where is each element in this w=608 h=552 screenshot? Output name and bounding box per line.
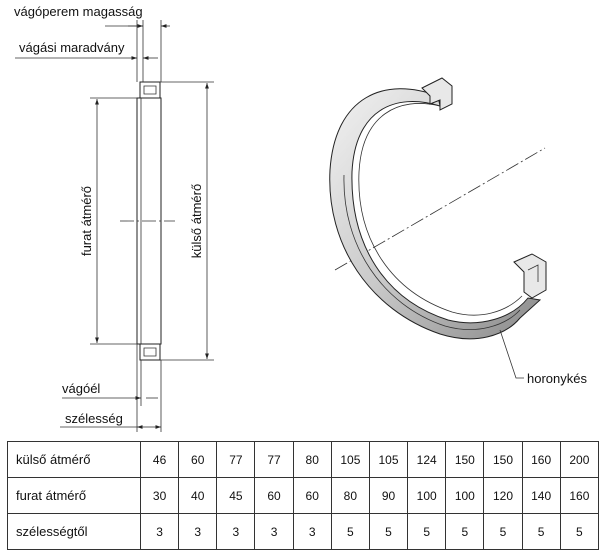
table-cell: 3 [178,513,218,550]
table-cell: 5 [559,513,600,550]
table-cell: 60 [178,441,218,478]
label-groove-knife: horonykés [527,371,587,386]
table-cell: 30 [139,477,180,514]
table-cell: 100 [445,477,485,514]
table-cell: 5 [521,513,561,550]
table-cell: 77 [254,441,294,478]
table-cell: 5 [483,513,523,550]
table-cell: 45 [216,477,256,514]
table-cell: 60 [292,477,332,514]
isometric-ring-view [329,77,547,379]
table-cell: 200 [559,441,600,478]
table-cell: 3 [254,513,294,550]
table-cell: 80 [330,477,370,514]
ring-inner-band [358,103,523,316]
bottom-flange [139,343,161,361]
row-header: szélességtől [7,513,141,550]
label-cutting-allowance: vágási maradvány [19,40,125,55]
table-cell: 124 [407,441,447,478]
table-cell: 150 [445,441,485,478]
table-cell: 3 [292,513,332,550]
table-cell: 140 [521,477,561,514]
label-width: szélesség [65,411,123,426]
top-groove [143,85,157,95]
ring-top-end [421,77,453,111]
groove-knife-leader [499,329,524,379]
label-outer-diameter: külső átmérő [189,184,204,258]
table-cell: 5 [445,513,485,550]
table-cell: 40 [178,477,218,514]
table-cell: 100 [407,477,447,514]
row-header: furat átmérő [7,477,141,514]
table-cell: 46 [139,441,180,478]
technical-drawing: vágóperem magasság vágási maradvány fura… [14,4,587,432]
table-cell: 80 [292,441,332,478]
table-cell: 5 [330,513,370,550]
table-cell: 150 [483,441,523,478]
table-cell: 77 [216,441,256,478]
table-cell: 90 [368,477,409,514]
table-cell: 120 [483,477,523,514]
table-cell: 5 [368,513,409,550]
table-cell: 160 [521,441,561,478]
ring-axis [334,147,546,271]
ring-bottom-end [513,253,547,299]
top-flange [139,81,161,99]
table-cell: 105 [330,441,370,478]
table-cell: 3 [139,513,180,550]
table-cell: 3 [216,513,256,550]
table-cell: 5 [407,513,447,550]
row-header: külső átmérő [7,441,141,478]
ring-groove-line [343,174,521,330]
label-cutting-lip-height: vágóperem magasság [14,4,143,19]
table-cell: 60 [254,477,294,514]
label-cutting-edge: vágóél [62,381,100,396]
bottom-groove [143,347,157,357]
section-view [15,20,214,432]
ring-outer-surface [329,88,542,340]
label-bore-diameter: furat átmérő [79,186,94,256]
table-cell: 105 [368,441,409,478]
table-cell: 160 [559,477,600,514]
